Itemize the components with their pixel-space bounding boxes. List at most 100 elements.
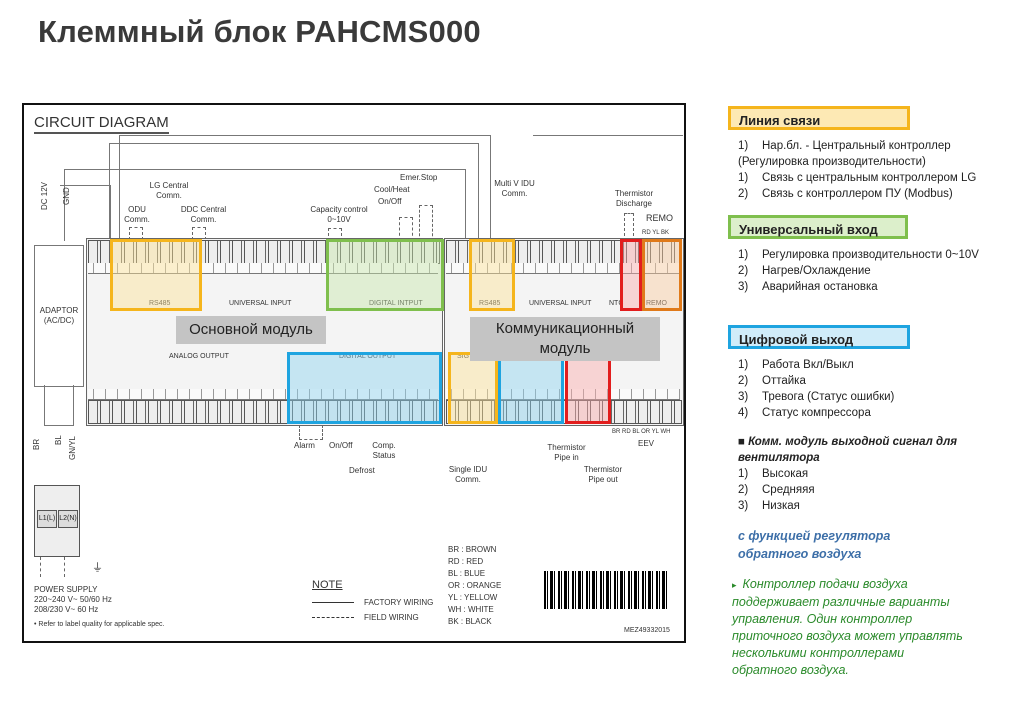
field-wire bbox=[40, 557, 41, 577]
callout-emer-stop: Emer.Stop bbox=[400, 173, 438, 182]
dashed-connector bbox=[129, 227, 143, 240]
group-analog-output: ANALOG OUTPUT bbox=[169, 353, 229, 360]
wire-dc bbox=[60, 185, 111, 241]
item-text: Оттайка bbox=[762, 375, 806, 387]
bullet-icon: ▸ bbox=[732, 580, 737, 590]
fan-output-title: ■ Комм. модуль выходной сигнал для bbox=[738, 436, 958, 448]
note-title: NOTE bbox=[312, 579, 343, 591]
callout-on-off-input: On/Off bbox=[378, 197, 402, 206]
color-code: OR : ORANGE bbox=[448, 581, 502, 590]
color-code: BK : BLACK bbox=[448, 617, 492, 626]
callout-capacity: Capacity control 0~10V bbox=[310, 205, 368, 224]
header-digital-output: Цифровой выход bbox=[728, 325, 910, 349]
callout-on-off-output: On/Off bbox=[329, 441, 353, 450]
list-item: 1)Высокая bbox=[738, 468, 808, 480]
item-num: 3) bbox=[738, 391, 749, 403]
callout-remo-wires: RD YL BK bbox=[642, 230, 670, 236]
barcode bbox=[544, 571, 670, 609]
callout-ddc-central: DDC Central Comm. bbox=[180, 205, 227, 224]
power-supply-line2: 208/230 V~ 60 Hz bbox=[34, 605, 99, 614]
terminal-l1: L1(L) bbox=[37, 510, 57, 528]
item-num: 4) bbox=[738, 407, 749, 419]
return-air-line2: обратного воздуха bbox=[738, 547, 862, 561]
green-note-line: обратного воздуха. bbox=[732, 663, 849, 677]
highlight-rs485-comm bbox=[469, 239, 515, 311]
list-item: 1) Связь с центральным контроллером LG bbox=[738, 172, 976, 184]
group-rs485-main: RS485 bbox=[149, 300, 171, 307]
dashed-connector bbox=[624, 213, 634, 241]
factory-wiring-line bbox=[312, 602, 354, 603]
green-note-line: приточного воздуха может управлять bbox=[732, 629, 963, 643]
callout-eev: EEV bbox=[638, 439, 655, 448]
list-item: 3)Аварийная остановка bbox=[738, 281, 878, 293]
dashed-connector bbox=[192, 227, 206, 240]
wire-bundle-3 bbox=[64, 169, 466, 241]
dashed-connector bbox=[419, 205, 433, 241]
page-title: Клеммный блок PAHCMS000 bbox=[38, 14, 481, 49]
green-note-line: Контроллер подачи воздуха bbox=[742, 577, 908, 591]
list-item: 1)Нар.бл. - Центральный контроллер bbox=[738, 140, 951, 152]
spec-footnote: • Refer to label quality for applicable … bbox=[34, 621, 165, 628]
item-text: Низкая bbox=[762, 500, 800, 512]
item-text: Связь с центральным контроллером LG bbox=[762, 172, 977, 184]
dashed-connector bbox=[328, 228, 342, 241]
main-bottom-pins bbox=[88, 389, 438, 400]
color-code: BR : BROWN bbox=[448, 545, 497, 554]
highlight-remo bbox=[642, 239, 682, 311]
note-field-wiring: FIELD WIRING bbox=[364, 613, 419, 622]
item-num: 2) bbox=[738, 484, 749, 496]
item-num: 2) bbox=[738, 265, 749, 277]
fan-output-title-cont: вентилятора bbox=[738, 452, 820, 464]
power-supply-title: POWER SUPPLY bbox=[34, 585, 98, 594]
item-num: 1) bbox=[738, 359, 749, 371]
item-num: 2) bbox=[738, 375, 749, 387]
earth-icon: ⏚ bbox=[92, 562, 103, 574]
list-item: 4) Статус компрессора bbox=[738, 407, 871, 419]
comm-top-pins bbox=[446, 263, 680, 274]
highlight-digital-input bbox=[326, 239, 444, 311]
callout-thermistor-discharge: Thermistor Discharge bbox=[614, 189, 654, 208]
dashed-connector bbox=[399, 217, 413, 241]
item-num: 1) bbox=[738, 172, 749, 184]
item-text: Средняяя bbox=[762, 484, 815, 496]
group-digital-input: DIGITAL INTPUT bbox=[369, 300, 423, 307]
field-wiring-line bbox=[312, 617, 354, 618]
item-text: Высокая bbox=[762, 468, 809, 480]
item-num: 1) bbox=[738, 249, 749, 261]
list-item: 2)Нагрев/Охлаждение bbox=[738, 265, 871, 277]
group-sig: SIG bbox=[457, 353, 470, 360]
callout-odu-comm: ODU Comm. bbox=[124, 205, 150, 224]
group-rs485-comm: RS485 bbox=[479, 300, 501, 307]
callout-single-idu: Single IDU Comm. bbox=[448, 465, 488, 484]
item-text: Аварийная остановка bbox=[762, 281, 878, 293]
comm-module-label: Коммуникационный модуль bbox=[470, 317, 660, 361]
adaptor-box: ADAPTOR (AC/DC) bbox=[34, 245, 84, 387]
highlight-comm-digital-output bbox=[498, 352, 564, 424]
highlight-ntc bbox=[620, 239, 642, 311]
item-text: Регулировка производительности 0~10V bbox=[762, 249, 979, 261]
return-air-line1: с функцией регулятора bbox=[738, 529, 891, 543]
callout-lg-central: LG Central Comm. bbox=[149, 181, 189, 200]
item-text: Статус компрессора bbox=[762, 407, 871, 419]
color-code: YL : YELLOW bbox=[448, 593, 498, 602]
main-top-pins bbox=[88, 263, 438, 274]
callout-eev-wires: BR RD BL OR YL WH bbox=[612, 429, 671, 435]
callout-cool-heat: Cool/Heat bbox=[374, 185, 410, 194]
main-bottom-terminals[interactable] bbox=[88, 400, 440, 424]
list-item: 2) Средняяя bbox=[738, 484, 815, 496]
color-code: RD : RED bbox=[448, 557, 484, 566]
callout-remo: REMO bbox=[646, 213, 673, 223]
power-terminal-block: L1(L) L2(N) bbox=[34, 485, 80, 557]
wire-bundle-2 bbox=[109, 143, 479, 241]
green-note-line: поддерживает различные варианты bbox=[732, 595, 950, 609]
wire-gnyl-label: GN/YL bbox=[68, 435, 77, 460]
list-item: 1) Регулировка производительности 0~10V bbox=[738, 249, 979, 261]
wire-bundle-1 bbox=[119, 135, 491, 241]
comm-bottom-terminals[interactable] bbox=[446, 400, 682, 424]
group-ntc: NTC bbox=[609, 300, 624, 307]
main-top-terminals[interactable] bbox=[88, 240, 440, 264]
item-text: Тревога (Статус ошибки) bbox=[762, 391, 895, 403]
group-digital-output: DIGITAL OUTPUT bbox=[339, 353, 397, 360]
terminal-l2: L2(N) bbox=[58, 510, 78, 528]
item-text: (Регулировка производительности) bbox=[738, 156, 926, 168]
